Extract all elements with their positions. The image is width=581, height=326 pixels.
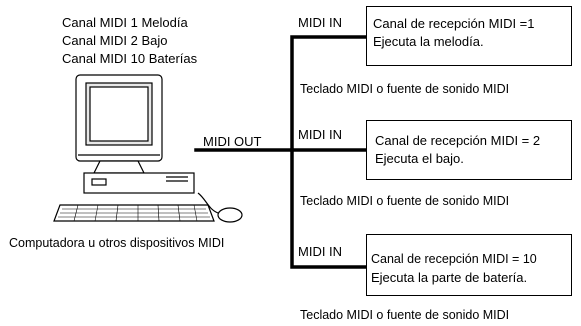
receiver-device-1: Teclado MIDI o fuente de sonido MIDI	[300, 82, 510, 96]
receiver-part-3: Ejecuta la parte de batería.	[371, 270, 528, 285]
midi-in-label-2: MIDI IN	[298, 127, 343, 142]
midi-out-label: MIDI OUT	[203, 134, 262, 149]
channel-line-3: Canal MIDI 10 Baterías	[62, 51, 198, 66]
receiver-box-3: Canal de recepción MIDI = 10 Ejecuta la …	[366, 234, 572, 296]
receiver-part-2: Ejecuta el bajo.	[375, 151, 464, 166]
receiver-channel-2: Canal de recepción MIDI = 2	[375, 133, 541, 148]
receiver-channel-1: Canal de recepción MIDI =1	[373, 16, 535, 31]
midi-in-label-3: MIDI IN	[298, 244, 343, 259]
channel-line-1: Canal MIDI 1 Melodía	[62, 15, 188, 30]
receiver-channel-3: Canal de recepción MIDI = 10	[371, 252, 537, 266]
receiver-part-1: Ejecuta la melodía.	[373, 34, 484, 49]
receiver-device-2: Teclado MIDI o fuente de sonido MIDI	[300, 194, 510, 208]
channel-line-2: Canal MIDI 2 Bajo	[62, 33, 168, 48]
receiver-box-1: Canal de recepción MIDI =1 Ejecuta la me…	[366, 6, 572, 66]
midi-bus-cable	[290, 35, 372, 269]
receiver-box-2: Canal de recepción MIDI = 2 Ejecuta el b…	[366, 120, 572, 180]
computer-icon	[53, 74, 243, 223]
receiver-device-3: Teclado MIDI o fuente de sonido MIDI	[300, 308, 510, 322]
computer-caption: Computadora u otros dispositivos MIDI	[9, 236, 225, 250]
midi-in-label-1: MIDI IN	[298, 15, 343, 30]
